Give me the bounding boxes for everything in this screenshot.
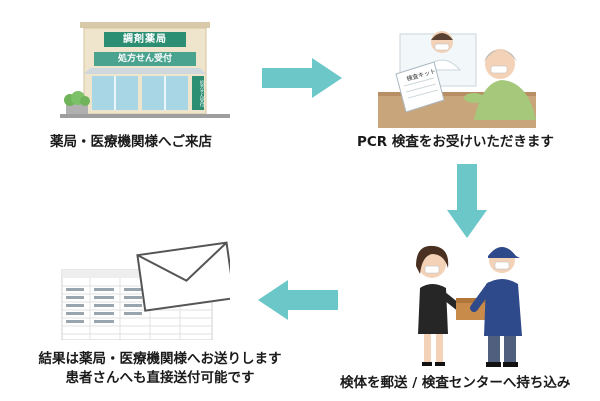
courier-illustration bbox=[402, 238, 544, 370]
arrow-left-icon bbox=[258, 280, 338, 320]
pharmacy-banner-text: 処方せん受付 bbox=[117, 54, 172, 64]
step-4-label-line2: 患者さんへも直接送付可能です bbox=[65, 370, 255, 386]
step-1-label: 薬局・医療機関様へご来店 bbox=[50, 134, 212, 150]
consultation-illustration: 検査キット bbox=[378, 20, 536, 128]
step-2-label: PCR 検査をお受けいただきます bbox=[357, 134, 554, 150]
pharmacy-sign-text: 調剤薬局 bbox=[123, 34, 167, 45]
pharmacy-side-sign-text: 処方せん受付 bbox=[199, 79, 204, 107]
step-4-label-line1: 結果は薬局・医療機関様へお送りします bbox=[38, 351, 282, 367]
result-report-illustration bbox=[60, 240, 230, 340]
arrow-down-icon bbox=[447, 164, 487, 238]
pharmacy-illustration: 調剤薬局 処方せん受付 処方せん受付 bbox=[60, 18, 230, 120]
step-3-label: 検体を郵送 / 検査センターへ持ち込み bbox=[340, 375, 571, 391]
step-4-label: 結果は薬局・医療機関様へお送りします 患者さんへも直接送付可能です bbox=[20, 350, 300, 388]
arrow-right-icon bbox=[262, 58, 342, 98]
